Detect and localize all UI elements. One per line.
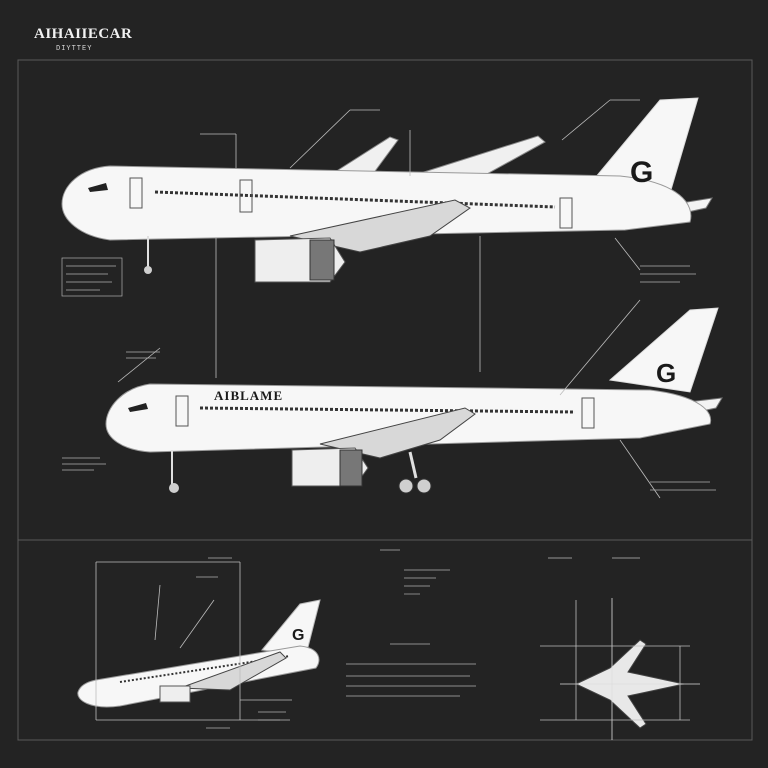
middle-door-rear [581,397,595,429]
middle-callouts [117,299,661,499]
bottom-tail-fin [261,599,321,656]
bottom-right-plan-view [560,598,700,740]
sheet-title: AIHAIIECAR [34,26,133,42]
middle-tail-logo: G [656,358,676,388]
top-callouts [200,99,641,378]
bottom-aircraft-perspective-view: G [77,599,321,708]
top-tail-logo: G [630,156,653,189]
bottom-left-callout-text [196,557,286,729]
bottom-tail-logo: G [292,627,304,644]
middle-cockpit-windows [128,403,148,412]
top-fuselage [61,165,692,241]
middle-near-wing [319,407,476,459]
bottom-wing [179,651,287,691]
bottom-engine [159,685,191,703]
top-cockpit-windows [88,183,108,192]
bottom-center-notes [346,549,476,697]
top-door-front [129,177,143,209]
middle-fuselage [105,383,712,453]
middle-tail-fin [608,307,719,393]
middle-callout-text-blocks [62,351,716,491]
top-callout-text-blocks [61,257,696,297]
middle-nose-wheel [169,483,179,493]
middle-window-row [199,406,576,414]
middle-engine-intake [339,449,363,487]
top-door-rear [559,197,573,229]
middle-main-gear [408,451,418,479]
middle-aircraft-side-view: AIBLAME G [105,307,723,494]
middle-main-wheel-1 [398,478,414,494]
top-door-mid [239,179,253,213]
top-nose-wheel [144,266,152,274]
main-frame [17,59,753,741]
middle-main-wheel-2 [416,478,432,494]
bottom-window-row [119,655,291,683]
top-engine-intake [309,239,335,281]
top-near-wing [289,199,471,253]
bottom-right-dimension-lines [540,557,690,721]
top-window-row [154,190,556,209]
sheet-subtitle: DIYTTEY [56,45,93,53]
middle-fuselage-label: AIBLAME [214,388,283,403]
top-aircraft-side-view: G [61,97,713,283]
bottom-left-dimension-lines [95,561,292,721]
middle-door-front [175,395,189,427]
